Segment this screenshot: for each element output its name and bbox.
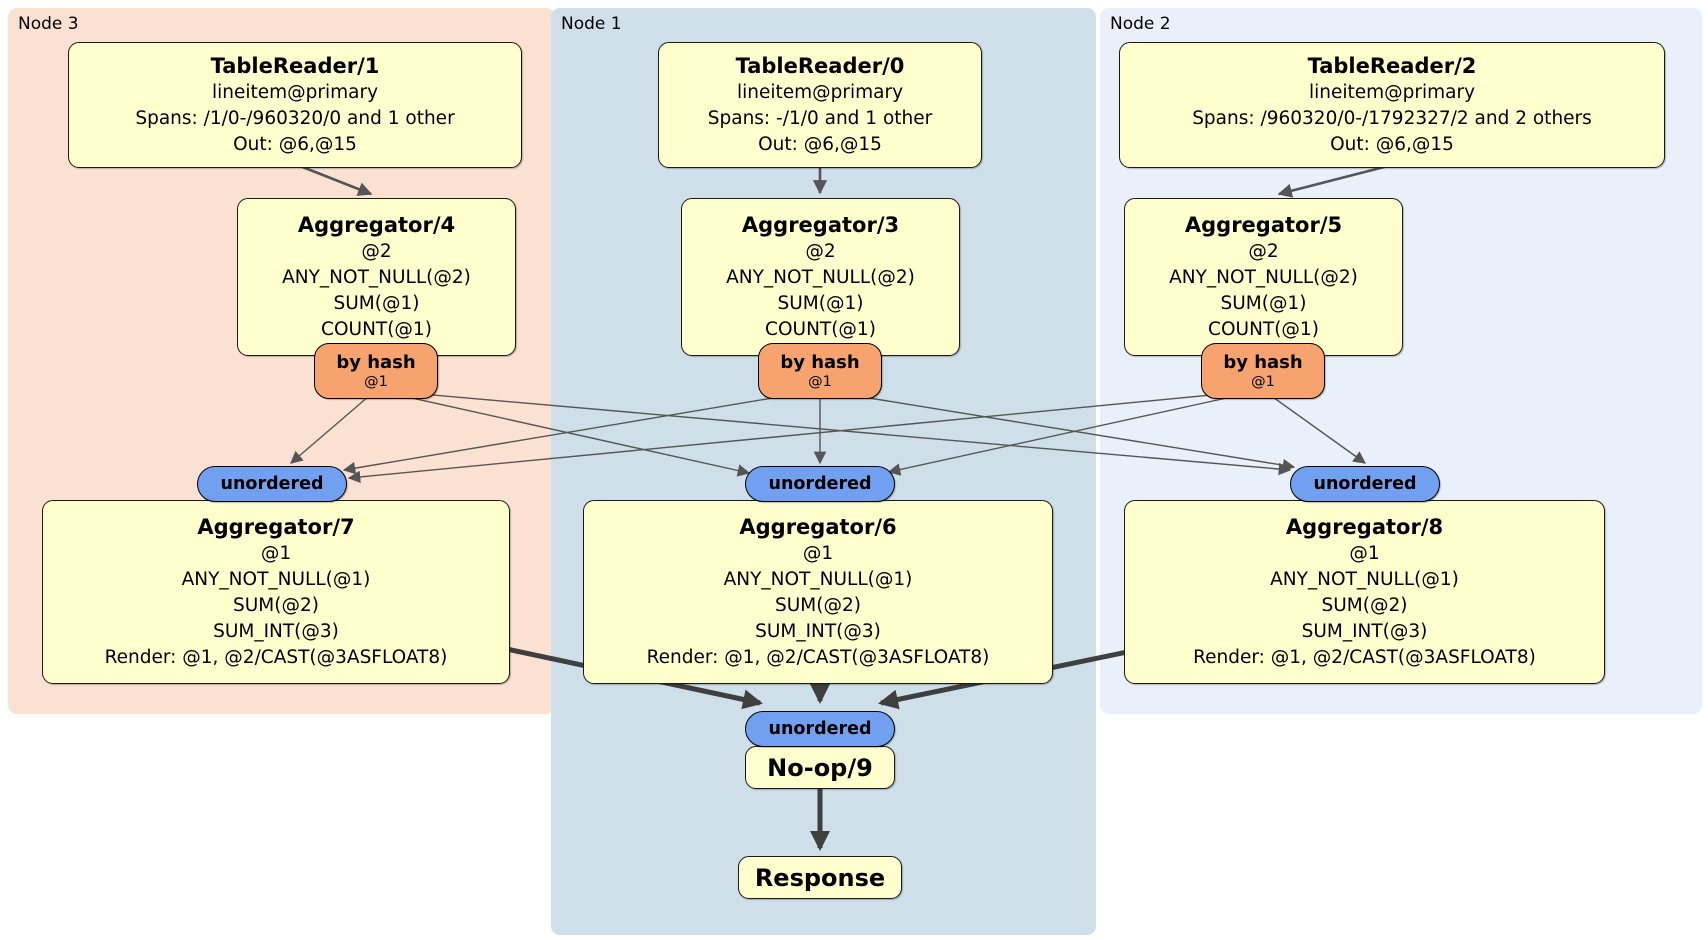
processor-title: Response bbox=[754, 863, 886, 892]
processor-detail-line: SUM(@1) bbox=[333, 293, 420, 314]
processor-detail-line: Spans: /960320/0-/1792327/2 and 2 others bbox=[1192, 108, 1592, 129]
processor-detail-line: ANY_NOT_NULL(@2) bbox=[282, 267, 471, 288]
zone-node1-label: Node 1 bbox=[561, 14, 622, 34]
processor-detail-line: @1 bbox=[1349, 543, 1380, 564]
processor-detail-line: lineitem@primary bbox=[1308, 82, 1476, 103]
processor-title: Aggregator/5 bbox=[1184, 213, 1343, 237]
edge-router1-sync2 bbox=[819, 389, 1296, 472]
processor-detail-line: ANY_NOT_NULL(@2) bbox=[1169, 267, 1358, 288]
processor-detail-line: lineitem@primary bbox=[211, 82, 379, 103]
processor-detail-line: COUNT(@1) bbox=[321, 319, 432, 340]
processor-title: Aggregator/8 bbox=[1285, 515, 1444, 539]
zone-node2-label: Node 2 bbox=[1110, 14, 1171, 34]
processor-noop-9: No-op/9 bbox=[745, 746, 895, 789]
sync-unordered-node2: unordered bbox=[1290, 466, 1440, 502]
processor-detail-line: Render: @1, @2/CAST(@3ASFLOAT8) bbox=[1193, 647, 1536, 668]
router-by-hash-node3: by hash @1 bbox=[314, 343, 438, 399]
processor-detail-line: Spans: -/1/0 and 1 other bbox=[707, 108, 933, 129]
processor-detail-line: @2 bbox=[805, 241, 836, 262]
processor-title: Aggregator/7 bbox=[197, 515, 355, 539]
processor-title: TableReader/0 bbox=[735, 54, 905, 78]
router-label: by hash bbox=[780, 351, 860, 373]
processor-detail-line: ANY_NOT_NULL(@1) bbox=[1270, 569, 1459, 590]
router-label: by hash bbox=[336, 351, 416, 373]
processor-detail-line: SUM(@1) bbox=[777, 293, 864, 314]
processor-title: Aggregator/6 bbox=[739, 515, 897, 539]
processor-title: Aggregator/3 bbox=[741, 213, 900, 237]
processor-detail-line: SUM_INT(@3) bbox=[755, 621, 881, 642]
sync-unordered-final: unordered bbox=[745, 711, 895, 747]
processor-detail-line: SUM_INT(@3) bbox=[213, 621, 339, 642]
edge-router3-sync2 bbox=[375, 389, 1292, 476]
processor-detail-line: SUM(@2) bbox=[233, 595, 319, 616]
processor-detail-line: COUNT(@1) bbox=[765, 319, 876, 340]
processor-detail-line: Render: @1, @2/CAST(@3ASFLOAT8) bbox=[104, 647, 448, 668]
router-detail: @1 bbox=[364, 373, 388, 390]
router-label: by hash bbox=[1223, 351, 1303, 373]
processor-detail-line: SUM_INT(@3) bbox=[1301, 621, 1428, 642]
processor-detail-line: Out: @6,@15 bbox=[1330, 134, 1454, 155]
router-detail: @1 bbox=[1251, 373, 1275, 390]
router-by-hash-node1: by hash @1 bbox=[758, 343, 882, 399]
processor-title: No-op/9 bbox=[767, 753, 873, 782]
processor-detail-line: SUM(@2) bbox=[1321, 595, 1408, 616]
processor-detail-line: Out: @6,@15 bbox=[758, 134, 882, 155]
processor-detail-line: @1 bbox=[802, 543, 834, 564]
processor-detail-line: SUM(@2) bbox=[775, 595, 861, 616]
edge-tr1-agg4 bbox=[299, 164, 373, 196]
processor-title: TableReader/2 bbox=[1307, 54, 1477, 78]
zone-node3-label: Node 3 bbox=[18, 14, 79, 34]
edge-router2-sync1 bbox=[887, 389, 1264, 476]
router-detail: @1 bbox=[808, 373, 832, 390]
processor-title: TableReader/1 bbox=[210, 54, 380, 78]
processor-detail-line: SUM(@1) bbox=[1220, 293, 1307, 314]
processor-detail-line: @1 bbox=[260, 543, 292, 564]
edge-router2-sync3 bbox=[347, 389, 1264, 484]
sync-unordered-node1: unordered bbox=[745, 466, 895, 502]
processor-detail-line: @2 bbox=[1248, 241, 1279, 262]
processor-detail-line: Render: @1, @2/CAST(@3ASFLOAT8) bbox=[646, 647, 990, 668]
processor-detail-line: ANY_NOT_NULL(@1) bbox=[723, 569, 913, 590]
processor-detail-line: @2 bbox=[361, 241, 392, 262]
processor-title: Aggregator/4 bbox=[297, 213, 456, 237]
processor-detail-line: COUNT(@1) bbox=[1208, 319, 1319, 340]
edge-router3-sync3 bbox=[290, 389, 377, 464]
processor-response: Response bbox=[738, 856, 902, 899]
router-by-hash-node2: by hash @1 bbox=[1201, 343, 1325, 399]
processor-detail-line: lineitem@primary bbox=[736, 82, 904, 103]
edge-router1-sync3 bbox=[342, 389, 821, 475]
processor-detail-line: ANY_NOT_NULL(@1) bbox=[181, 569, 371, 590]
edge-router3-sync1 bbox=[375, 389, 751, 477]
edge-tr2-agg5 bbox=[1277, 164, 1389, 198]
processor-detail-line: Out: @6,@15 bbox=[233, 134, 357, 155]
sync-unordered-node3: unordered bbox=[197, 466, 347, 502]
edge-router2-sync2 bbox=[1262, 389, 1367, 464]
processor-detail-line: Spans: /1/0-/960320/0 and 1 other bbox=[135, 108, 455, 129]
processor-detail-line: ANY_NOT_NULL(@2) bbox=[726, 267, 915, 288]
